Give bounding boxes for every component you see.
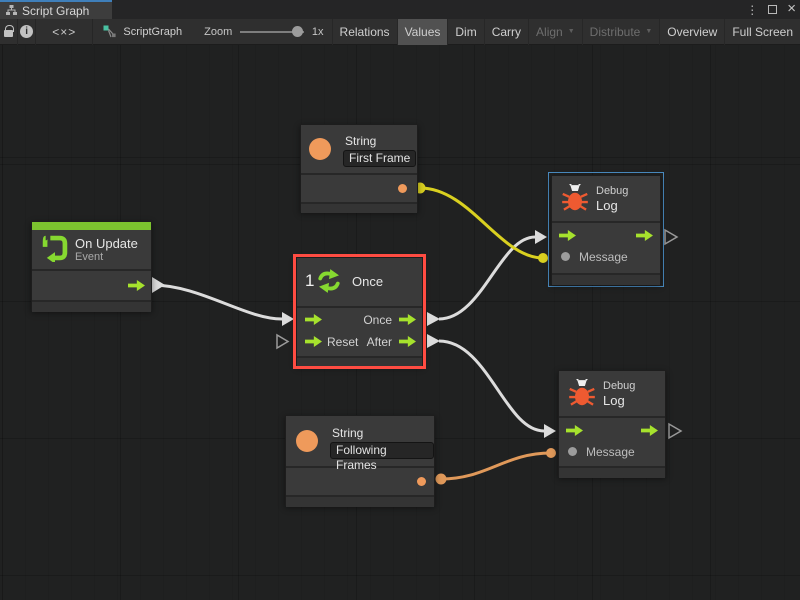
- lock-icon: [4, 25, 15, 37]
- chevron-down-icon: ▼: [645, 28, 653, 35]
- port-label-after: After: [366, 335, 392, 349]
- edit-source-button[interactable]: <×>: [36, 18, 94, 45]
- values-button[interactable]: Values: [396, 18, 448, 45]
- graph-name-label: ScriptGraph: [123, 25, 183, 38]
- align-dropdown[interactable]: Align▼: [528, 18, 582, 45]
- node-footer: [286, 497, 434, 507]
- string-type-icon: [296, 430, 318, 452]
- once-count: 1: [305, 271, 315, 290]
- fullscreen-button[interactable]: Full Screen: [724, 18, 800, 45]
- graph-breadcrumb[interactable]: ScriptGraph: [103, 25, 182, 39]
- lock-button[interactable]: [0, 18, 19, 45]
- event-green-bar: [32, 222, 151, 230]
- flow-input-port[interactable]: [559, 230, 576, 241]
- bug-icon: [562, 184, 588, 211]
- zoom-slider-handle[interactable]: [291, 25, 303, 37]
- string-value-input[interactable]: Following Frames: [330, 442, 434, 472]
- node-title: Debug: [603, 380, 636, 392]
- value-output-port[interactable]: [398, 184, 407, 193]
- node-debug-top[interactable]: Debug Log Message: [551, 175, 661, 285]
- close-icon[interactable]: ×: [787, 0, 796, 17]
- string-type-icon: [309, 138, 331, 160]
- info-button[interactable]: i: [18, 18, 36, 45]
- flow-output-after[interactable]: [399, 336, 416, 347]
- node-subtitle: Log: [603, 393, 625, 408]
- flow-input-reset[interactable]: [305, 336, 322, 347]
- zoom-label: Zoom: [204, 25, 233, 38]
- flow-output-port[interactable]: [641, 425, 658, 436]
- node-debug-bottom[interactable]: Debug Log Message: [558, 370, 666, 478]
- node-on-update[interactable]: On Update Event: [31, 221, 152, 312]
- dim-button[interactable]: Dim: [447, 18, 483, 45]
- code-icon: <×>: [52, 24, 77, 39]
- port-label-message: Message: [586, 445, 635, 459]
- port-label-once: Once: [363, 313, 392, 327]
- maximize-icon[interactable]: [768, 5, 778, 14]
- message-input-port[interactable]: [568, 447, 577, 456]
- message-input-port[interactable]: [561, 252, 570, 261]
- node-footer: [297, 358, 422, 367]
- tab-script-graph[interactable]: Script Graph: [0, 0, 112, 19]
- distribute-dropdown[interactable]: Distribute▼: [581, 18, 660, 45]
- zoom-slider[interactable]: [240, 25, 304, 37]
- value-output-port[interactable]: [417, 477, 426, 486]
- chevron-down-icon: ▼: [567, 28, 575, 35]
- once-cycle-icon: [318, 269, 340, 293]
- node-subtitle: Event: [75, 251, 104, 263]
- tab-bar: Script Graph ⋮ ×: [0, 0, 800, 19]
- node-string-following[interactable]: String Following Frames: [285, 415, 435, 507]
- zoom-value: 1x: [311, 25, 324, 38]
- flow-output-once[interactable]: [399, 314, 416, 325]
- graph-tree-icon: [6, 5, 17, 15]
- flow-input-port[interactable]: [566, 425, 583, 436]
- node-footer: [301, 204, 417, 213]
- overview-button[interactable]: Overview: [659, 18, 724, 45]
- node-footer: [552, 275, 660, 285]
- flow-input-port[interactable]: [305, 314, 322, 325]
- node-title: On Update: [75, 236, 138, 251]
- port-label-message: Message: [579, 250, 628, 264]
- node-title: Debug: [596, 185, 629, 197]
- node-string-first[interactable]: String First Frame: [300, 124, 418, 213]
- loop-event-icon: [42, 235, 68, 262]
- node-title: String: [345, 134, 377, 148]
- flow-output-port[interactable]: [636, 230, 653, 241]
- node-title: Once: [352, 274, 384, 289]
- script-graph-icon: [103, 25, 117, 37]
- info-icon: i: [20, 25, 34, 38]
- node-subtitle: Log: [596, 198, 618, 213]
- flow-output-port[interactable]: [128, 280, 145, 291]
- graph-toolbar: i <×> ScriptGraph Zoom 1x Relations Valu…: [0, 18, 800, 45]
- bug-icon: [569, 379, 595, 406]
- toolbar-buttons: Relations Values Dim Carry Align▼ Distri…: [331, 18, 800, 45]
- node-title: String: [332, 426, 364, 440]
- window-menu-icon[interactable]: ⋮: [746, 2, 759, 17]
- port-label-reset: Reset: [327, 335, 359, 349]
- node-footer: [32, 302, 151, 312]
- node-once[interactable]: 1 Once Once Reset After: [293, 254, 426, 369]
- string-value-input[interactable]: First Frame: [343, 150, 417, 167]
- relations-button[interactable]: Relations: [331, 18, 397, 45]
- tab-title: Script Graph: [22, 3, 90, 18]
- node-footer: [559, 468, 665, 478]
- carry-button[interactable]: Carry: [483, 18, 528, 45]
